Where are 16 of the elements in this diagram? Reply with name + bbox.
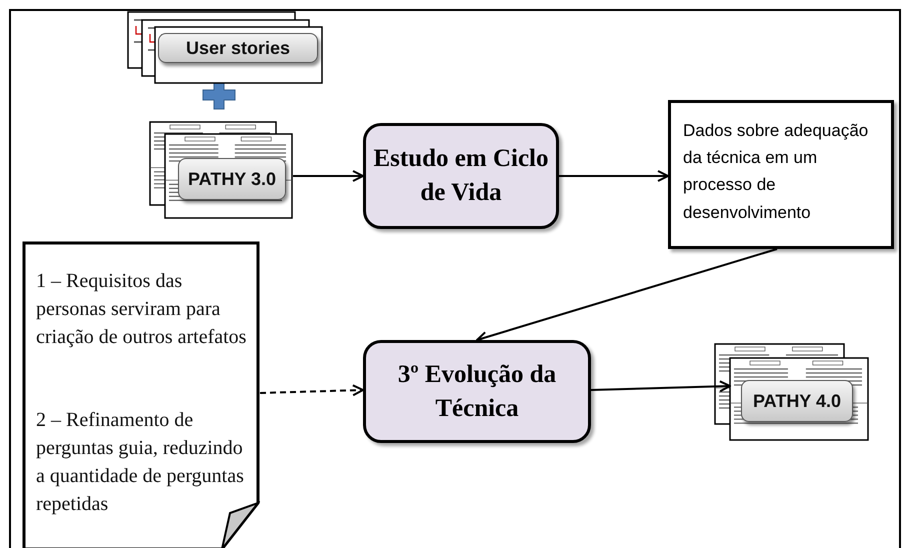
process-label: Estudo em Ciclo de Vida [372,144,550,208]
stack-title: PATHY 3.0 [178,158,286,200]
stack-title: User stories [158,33,318,63]
arrow [293,170,364,182]
output-box [668,100,894,249]
process-box [363,123,559,229]
arrow [590,380,731,392]
process-label: 3º Evolução da Técnica [396,360,558,424]
arrow [559,170,669,182]
output-text: Dados sobre adequação da técnica em um processo de desenvolvimento [683,120,870,224]
note-text: 2 – Refinamento de perguntas guia, reduzindo a quantidade de perguntas repetidas [36,408,245,517]
stack-title: PATHY 4.0 [741,380,853,422]
arrow [476,248,778,343]
arrow [260,384,364,396]
process-box [363,340,591,443]
note-text: 1 – Requisitos das personas serviram para criação de outros artefatos [36,269,248,350]
